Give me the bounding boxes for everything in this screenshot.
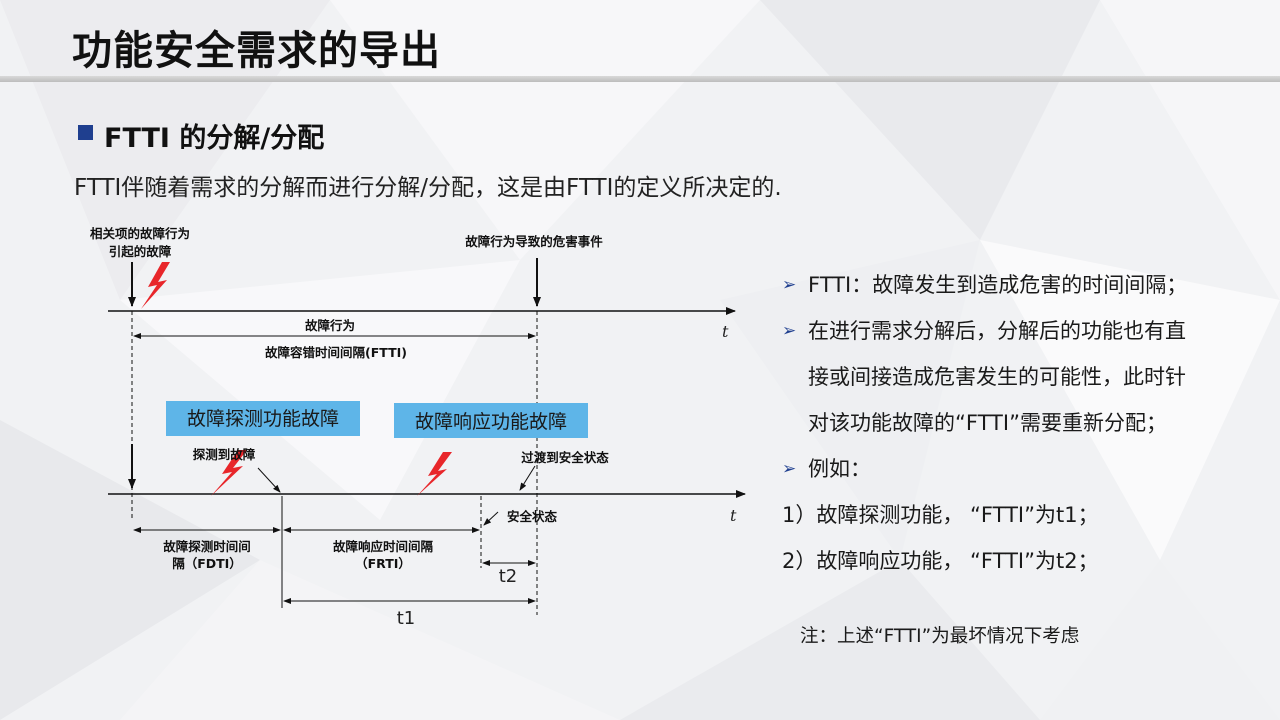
- bullet-example: ➢ 例如：: [782, 446, 1262, 492]
- safe-state-pointer: [483, 511, 499, 526]
- fdti-label-line1: 故障探测时间间: [163, 539, 251, 554]
- ftti-label: 故障容错时间间隔(FTTI): [265, 345, 407, 360]
- t2-label: t2: [499, 566, 518, 587]
- intro-text: FTTI伴随着需求的分解而进行分解/分配，这是由FTTI的定义所决定的.: [74, 175, 782, 201]
- bullet-ftti-definition: ➢ FTTI：故障发生到造成危害的时间间隔；: [782, 262, 1262, 308]
- bullet-decomposition: ➢ 在进行需求分解后，分解后的功能也有直: [782, 308, 1262, 354]
- bullet-decomposition-cont-2: 对该功能故障的“FTTI”需要重新分配；: [808, 411, 1167, 435]
- footnote: 注：上述“FTTI”为最坏情况下考虑: [800, 626, 1080, 647]
- detect-failure-box: [166, 401, 360, 436]
- arrowhead-bullet-icon: ➢: [782, 275, 797, 295]
- title-divider: [0, 76, 1280, 82]
- lightning-icon: [141, 262, 170, 309]
- fault-caused-label-line1: 相关项的故障行为: [90, 226, 190, 241]
- fdti-label-line2: 隔（FDTI）: [172, 556, 242, 571]
- fault-behavior-label: 故障行为: [305, 318, 355, 333]
- lightning-icon: [417, 452, 452, 496]
- bottom-time-label: t: [730, 506, 737, 525]
- bullet-text: 例如：: [808, 457, 871, 481]
- response-failure-box: [394, 403, 588, 438]
- bullet-decomposition-cont-1: 接或间接造成危害发生的可能性，此时针: [808, 365, 1186, 389]
- arrowhead-bullet-icon: ➢: [782, 321, 797, 341]
- safe-state-label: 安全状态: [507, 509, 558, 524]
- lightning-icon: [211, 450, 247, 496]
- frti-label-line2: （FRTI）: [355, 556, 411, 571]
- bullet-list: ➢ FTTI：故障发生到造成危害的时间间隔； ➢ 在进行需求分解后，分解后的功能…: [782, 262, 1262, 584]
- page-title: 功能安全需求的导出: [72, 28, 441, 74]
- example-item-2: 2）故障响应功能， “FTTI”为t2；: [782, 549, 1099, 573]
- transition-safe-label: 过渡到安全状态: [521, 450, 609, 465]
- square-bullet-icon: [78, 125, 93, 140]
- detected-pointer: [257, 467, 281, 493]
- transition-safe-pointer: [519, 465, 536, 491]
- bullet-text: 在进行需求分解后，分解后的功能也有直: [808, 319, 1186, 343]
- detected-label: 探测到故障: [193, 447, 256, 462]
- fault-caused-label-line2: 引起的故障: [109, 244, 172, 259]
- top-time-label: t: [722, 322, 729, 341]
- frti-label-line1: 故障响应时间间隔: [333, 539, 434, 554]
- bullet-text: FTTI：故障发生到造成危害的时间间隔；: [808, 273, 1188, 297]
- hazard-event-label: 故障行为导致的危害事件: [465, 234, 603, 249]
- section-title: FTTI 的分解/分配: [104, 123, 325, 154]
- response-failure-box-label: 故障响应功能故障: [415, 411, 567, 433]
- arrowhead-bullet-icon: ➢: [782, 459, 797, 479]
- example-item-1: 1）故障探测功能， “FTTI”为t1；: [782, 503, 1099, 527]
- t1-label: t1: [397, 608, 416, 629]
- detect-failure-box-label: 故障探测功能故障: [187, 408, 339, 430]
